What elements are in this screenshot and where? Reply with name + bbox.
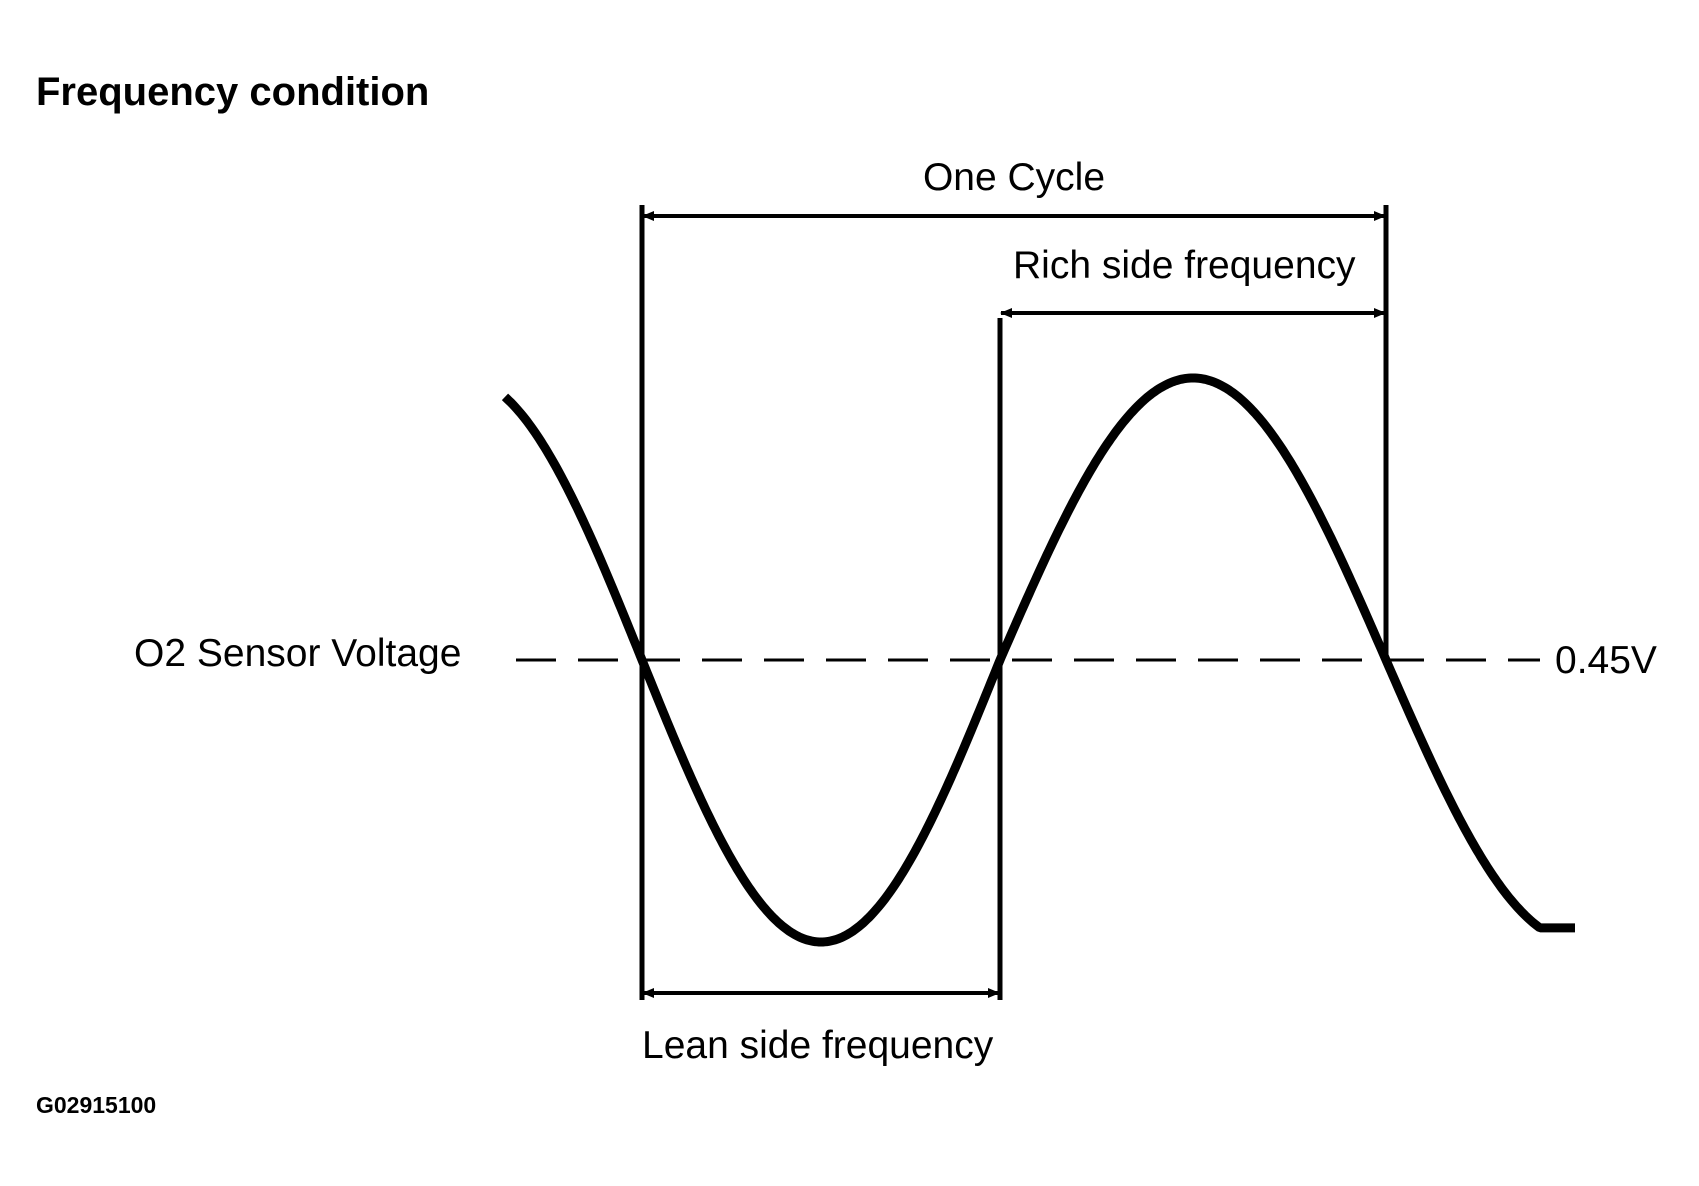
sensor-voltage-label: O2 Sensor Voltage [134,632,461,675]
figure-id: G02915100 [36,1092,156,1118]
lean-side-label: Lean side frequency [642,1024,994,1067]
rich-side-label: Rich side frequency [1013,244,1356,287]
diagram-title: Frequency condition [36,70,429,114]
o2-sensor-waveform [501,373,1575,947]
one-cycle-label: One Cycle [923,156,1105,199]
threshold-voltage-label: 0.45V [1555,639,1657,682]
